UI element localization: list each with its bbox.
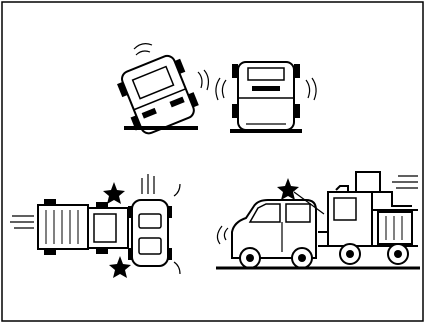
vehicle-tipping-icon xyxy=(114,51,202,138)
rear-underride-scene xyxy=(216,172,420,268)
truck-top-view-icon xyxy=(38,199,128,255)
side-impact-scene xyxy=(10,174,180,278)
car-top-view-icon xyxy=(128,200,172,266)
rollover-scene xyxy=(114,44,316,138)
vehicle-upright-icon xyxy=(232,62,300,130)
impact-star-icon xyxy=(109,256,131,278)
impact-star-icon xyxy=(277,178,299,200)
impact-star-icon xyxy=(103,182,125,204)
truck-side-view-icon xyxy=(318,172,418,264)
car-side-view-icon xyxy=(232,200,316,268)
figure-border xyxy=(2,2,423,321)
